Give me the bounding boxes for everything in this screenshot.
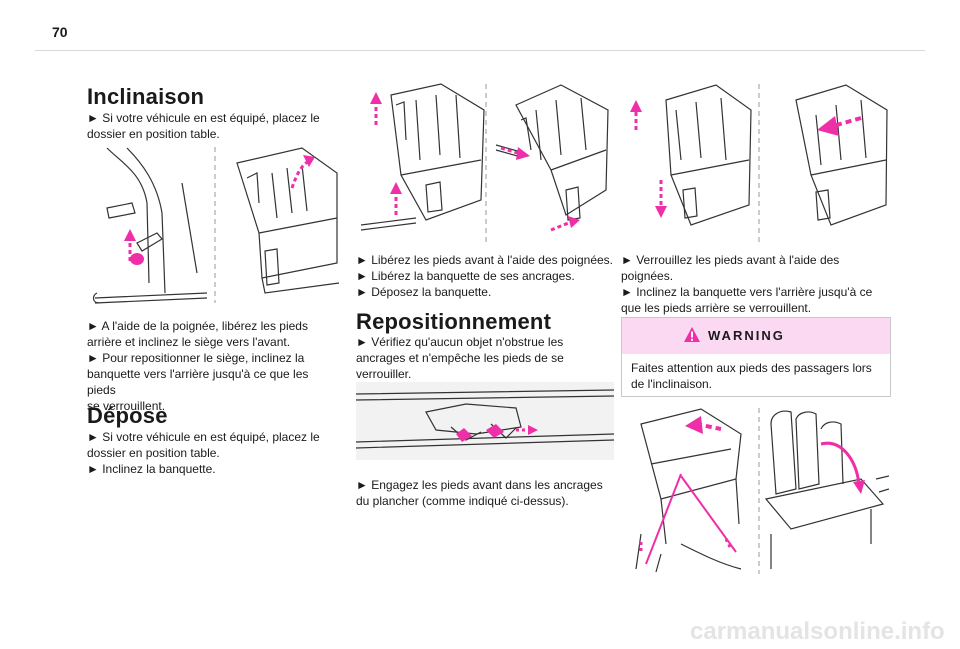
warning-triangle-icon: [684, 327, 700, 342]
figure-verrouillage: [621, 80, 889, 248]
heading-inclinaison: Inclinaison: [87, 84, 205, 109]
heading-repositionnement: Repositionnement: [356, 309, 552, 334]
warning-title: WARNING: [708, 328, 785, 343]
figure-inclinaison: [87, 143, 339, 308]
heading-depose: Dépose: [87, 403, 168, 428]
paragraph-engage-feet: ► Engagez les pieds avant dans les ancra…: [356, 478, 603, 508]
paragraph-inclinaison-intro: ► Si votre véhicule en est équipé, place…: [87, 111, 320, 141]
paragraph-repositionnement-check: ► Vérifiez qu'aucun objet n'obstrue les …: [356, 335, 564, 381]
warning-box: WARNING Faites attention aux pieds des p…: [621, 317, 891, 397]
watermark: carmanualsonline.info: [690, 618, 945, 645]
figure-anchors: [356, 382, 614, 460]
warning-header: WARNING: [622, 318, 890, 354]
paragraph-inclinaison-steps: ► A l'aide de la poignée, libérez les pi…: [87, 319, 309, 413]
paragraph-depose: ► Si votre véhicule en est équipé, place…: [87, 430, 320, 476]
header-rule: [35, 50, 925, 51]
figure-passenger-feet: [621, 404, 889, 576]
paragraph-depose-steps: ► Libérez les pieds avant à l'aide des p…: [356, 253, 613, 299]
paragraph-verrouillage-steps: ► Verrouillez les pieds avant à l'aide d…: [621, 253, 873, 315]
figure-depose: [356, 80, 610, 248]
page-number: 70: [52, 24, 68, 40]
warning-text: Faites attention aux pieds des passagers…: [631, 361, 872, 391]
